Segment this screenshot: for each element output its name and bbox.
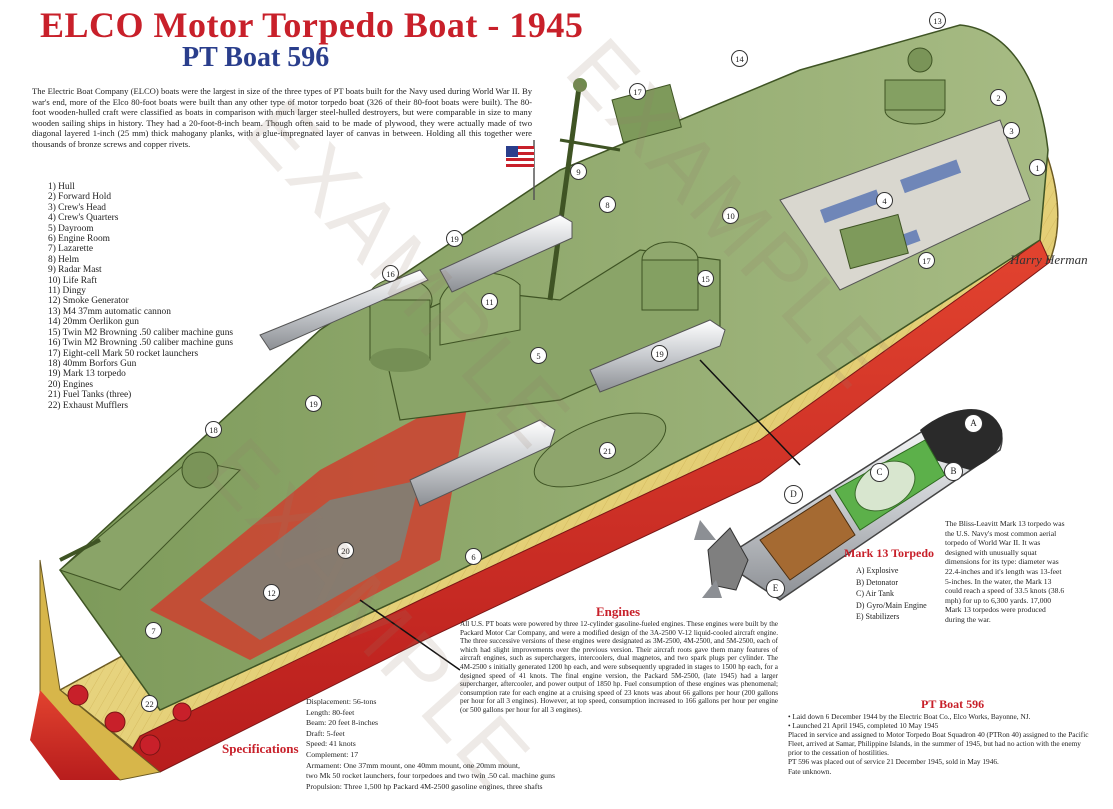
torpedo-part-item: B) Detonator bbox=[856, 577, 898, 587]
callout-engine-room: 6 bbox=[465, 548, 482, 565]
pt-history-line: • Launched 21 April 1945, completed 10 M… bbox=[788, 721, 939, 731]
legend-item: 18) 40mm Borfors Gun bbox=[48, 358, 137, 369]
torpedo-description: The Bliss-Leavitt Mark 13 torpedo was th… bbox=[945, 519, 1065, 624]
callout-torpedo-explosive: A bbox=[964, 414, 983, 433]
legend-item: 13) M4 37mm automatic cannon bbox=[48, 306, 171, 317]
torpedo-part-item: C) Air Tank bbox=[856, 589, 894, 599]
callout-helm: 8 bbox=[599, 196, 616, 213]
callout-smoke-generator: 12 bbox=[263, 584, 280, 601]
engines-text: All U.S. PT boats were powered by three … bbox=[460, 620, 778, 714]
legend-item: 8) Helm bbox=[48, 254, 79, 265]
callout-torpedo-gyro-engine: D bbox=[784, 485, 803, 504]
specifications-title: Specifications bbox=[222, 741, 299, 756]
legend-item: 10) Life Raft bbox=[48, 275, 97, 286]
engines-title: Engines bbox=[596, 604, 641, 619]
callout-life-raft: 10 bbox=[722, 207, 739, 224]
pt-boat-history: • Laid down 6 December 1944 by the Elect… bbox=[788, 712, 1092, 776]
torpedo-part-item: A) Explosive bbox=[856, 566, 899, 575]
legend-item: 16) Twin M2 Browning .50 caliber machine… bbox=[48, 338, 234, 349]
spec-item: Complement: 17 bbox=[306, 749, 359, 759]
legend-item: 15) Twin M2 Browning .50 caliber machine… bbox=[48, 327, 234, 338]
pt-history-line: Fate unknown. bbox=[788, 766, 832, 776]
legend-item: 1) Hull bbox=[48, 182, 75, 192]
torpedo-title: Mark 13 Torpedo bbox=[844, 546, 935, 560]
callout-crews-head: 3 bbox=[1003, 122, 1020, 139]
legend-item: 6) Engine Room bbox=[48, 234, 110, 245]
torpedo-part-item: E) Stabilizers bbox=[856, 612, 900, 622]
mark13-torpedo-cutaway bbox=[694, 409, 1003, 601]
legend-item: 2) Forward Hold bbox=[48, 192, 112, 203]
intro-paragraph: The Electric Boat Company (ELCO) boats w… bbox=[32, 86, 532, 149]
legend-item: 9) Radar Mast bbox=[48, 265, 102, 276]
callout-exhaust-mufflers: 22 bbox=[141, 695, 158, 712]
pt-history-line: • Laid down 6 December 1944 by the Elect… bbox=[788, 712, 1031, 721]
callout-twin-50cal-b: 16 bbox=[382, 265, 399, 282]
legend-item: 20) Engines bbox=[48, 379, 94, 390]
spec-item: Armament: One 37mm mount, one 40mm mount… bbox=[306, 760, 520, 770]
page-title: ELCO Motor Torpedo Boat - 1945 bbox=[40, 5, 584, 45]
pt-boat-title: PT Boat 596 bbox=[921, 697, 985, 711]
legend-item: 7) Lazarette bbox=[48, 244, 94, 255]
callout-rocket-launcher-a: 17 bbox=[629, 83, 646, 100]
callout-37mm-cannon: 13 bbox=[929, 12, 946, 29]
callout-torpedo-detonator: B bbox=[944, 462, 963, 481]
legend-item: 12) Smoke Generator bbox=[48, 296, 129, 307]
pt-history-line: Placed in service and assigned to Motor … bbox=[788, 730, 1089, 758]
legend-item: 11) Dingy bbox=[48, 286, 86, 297]
legend-item: 21) Fuel Tanks (three) bbox=[48, 390, 132, 401]
spec-item: two Mk 50 rocket launchers, four torpedo… bbox=[306, 771, 556, 781]
legend-item: 19) Mark 13 torpedo bbox=[48, 369, 126, 380]
spec-item: Displacement: 56-tons bbox=[306, 697, 377, 706]
callout-torpedo-a: 19 bbox=[446, 230, 463, 247]
legend-item: 3) Crew's Head bbox=[48, 202, 106, 213]
torpedo-part-item: D) Gyro/Main Engine bbox=[856, 600, 927, 610]
callout-forward-hold: 2 bbox=[990, 89, 1007, 106]
callout-rocket-launcher-b: 17 bbox=[918, 252, 935, 269]
callout-fuel-tanks: 21 bbox=[599, 442, 616, 459]
spec-item: Beam: 20 feet 8-inches bbox=[306, 718, 379, 728]
callout-twin-50cal-a: 15 bbox=[697, 270, 714, 287]
spec-item: Draft: 5-feet bbox=[306, 728, 345, 738]
legend-item: 22) Exhaust Mufflers bbox=[48, 400, 129, 411]
callout-torpedo-c: 19 bbox=[305, 395, 322, 412]
callout-engines: 20 bbox=[337, 542, 354, 559]
callout-torpedo-b: 19 bbox=[651, 345, 668, 362]
callout-dingy: 11 bbox=[481, 293, 498, 310]
page-subtitle: PT Boat 596 bbox=[182, 42, 330, 73]
callout-torpedo-stabilizers: E bbox=[766, 579, 785, 598]
legend-item: 17) Eight-cell Mark 50 rocket launchers bbox=[48, 348, 199, 359]
spec-item: Length: 80-feet bbox=[306, 707, 355, 717]
callout-hull: 1 bbox=[1029, 159, 1046, 176]
spec-item: Propulsion: Three 1,500 hp Packard 4M-25… bbox=[306, 781, 543, 791]
legend-item: 5) Dayroom bbox=[48, 223, 94, 234]
spec-item: Speed: 41 knots bbox=[306, 739, 356, 749]
legend-item: 14) 20mm Oerlikon gun bbox=[48, 317, 139, 328]
artist-signature: Harry Herman bbox=[1010, 252, 1088, 267]
callout-crews-quarters: 4 bbox=[876, 192, 893, 209]
callout-lazarette: 7 bbox=[145, 622, 162, 639]
callout-dayroom: 5 bbox=[530, 347, 547, 364]
callout-40mm-bofors: 18 bbox=[205, 421, 222, 438]
callout-radar-mast: 9 bbox=[570, 163, 587, 180]
us-flag bbox=[506, 140, 535, 200]
callout-torpedo-air-tank: C bbox=[870, 463, 889, 482]
callout-20mm-oerlikon: 14 bbox=[731, 50, 748, 67]
legend-item: 4) Crew's Quarters bbox=[48, 213, 119, 224]
pt-history-line: PT 596 was placed out of service 21 Dece… bbox=[788, 757, 999, 767]
